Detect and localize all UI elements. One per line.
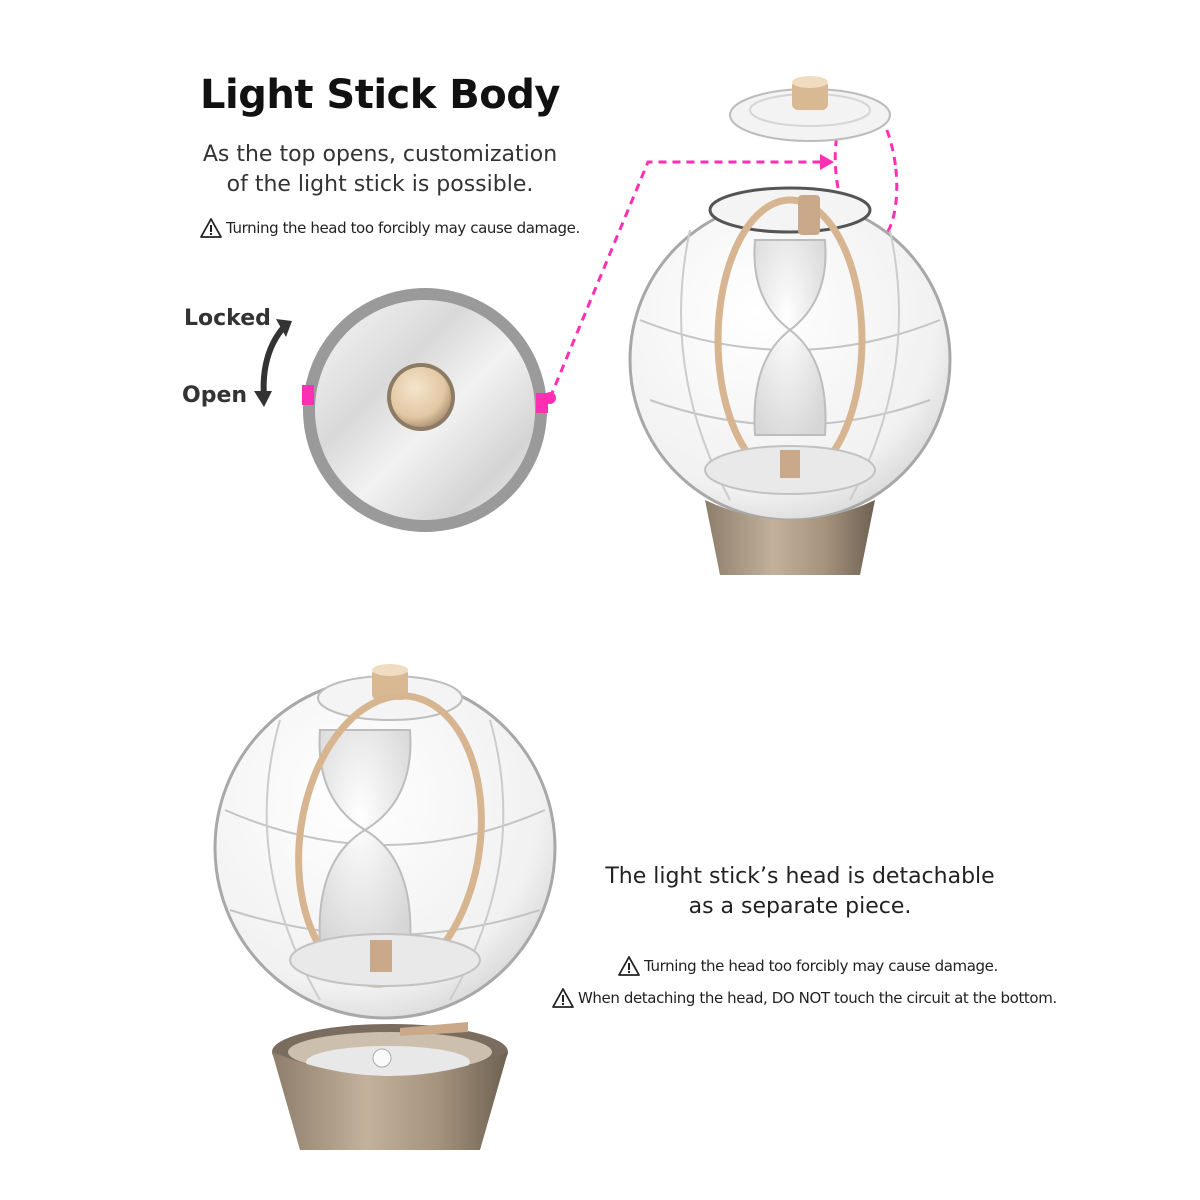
warning-turning-top: Turning the head too forcibly may cause … [200, 218, 580, 238]
warning-triangle-icon [200, 218, 222, 238]
lightstick-opened-illustration [628, 76, 952, 575]
warning-detaching: When detaching the head, DO NOT touch th… [552, 988, 1057, 1008]
warning-triangle-icon [552, 988, 574, 1008]
detach-description: The light stick’s head is detachable as … [590, 862, 1010, 922]
warning-triangle-icon [618, 956, 640, 976]
notch-left [302, 385, 314, 405]
warning-text: Turning the head too forcibly may cause … [226, 219, 580, 237]
page-subtitle: As the top opens, customization of the l… [160, 140, 600, 200]
page-title: Light Stick Body [200, 72, 560, 118]
subtitle-line-2: of the light stick is possible. [226, 172, 534, 197]
warning-text: When detaching the head, DO NOT touch th… [578, 989, 1057, 1007]
detach-line-2: as a separate piece. [688, 894, 912, 919]
locked-label: Locked [184, 306, 271, 331]
cap-top-view [302, 288, 548, 532]
warning-turning-bottom: Turning the head too forcibly may cause … [618, 956, 998, 976]
rotate-arrow-icon [254, 319, 292, 407]
detach-line-1: The light stick’s head is detachable [605, 864, 995, 889]
gold-button [391, 367, 451, 427]
connector-line [544, 98, 899, 404]
subtitle-line-1: As the top opens, customization [202, 142, 558, 167]
open-label: Open [182, 383, 248, 408]
warning-text: Turning the head too forcibly may cause … [644, 957, 998, 975]
lightstick-detached-illustration [213, 664, 557, 1150]
